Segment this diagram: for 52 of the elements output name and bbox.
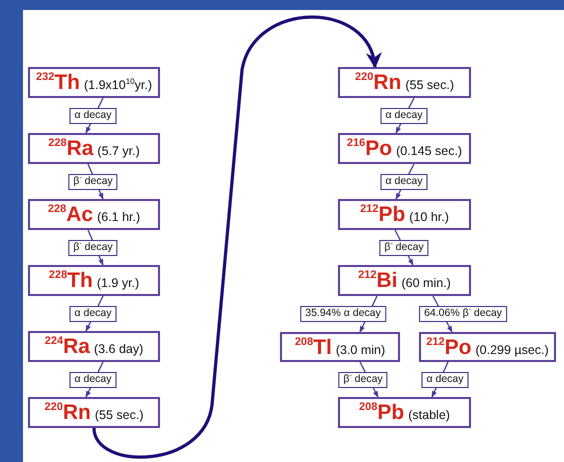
half-life: (10 hr.) (409, 210, 449, 224)
isotope-box (338, 199, 471, 230)
isotope-box (338, 397, 471, 428)
edge-label: α decay (70, 306, 116, 322)
half-life: (1.9x10$^{10}$yr.) (84, 78, 152, 92)
edge-label: β$^{-}$ decay (68, 174, 118, 190)
isotope-symbol: $^{220}$Rn (44, 401, 91, 425)
half-life: (0.145 sec.) (396, 144, 462, 158)
isotope-symbol: $^{232}$Th (36, 71, 80, 95)
isotope-box (338, 133, 471, 164)
isotope-symbol: $^{216}$Po (346, 137, 392, 161)
isotope-symbol: $^{228}$Ac (48, 203, 94, 227)
isotope-symbol: $^{228}$Th (48, 269, 93, 293)
edge-label: β$^{-}$ decay (68, 240, 118, 256)
isotope-box (338, 67, 471, 98)
isotope-symbol: $^{208}$Pb (359, 401, 404, 425)
isotope-symbol: $^{220}$Rn (355, 71, 402, 95)
isotope-box (419, 332, 556, 362)
isotope-symbol: $^{208}$Tl (294, 336, 332, 360)
isotope-box (28, 133, 160, 164)
half-life: (6.1 hr.) (97, 210, 140, 224)
half-life: (5.7 yr.) (97, 144, 140, 158)
half-life: (0.299 µsec.) (475, 343, 549, 357)
half-life: (55 sec.) (405, 78, 454, 92)
edge-label: α decay (380, 174, 428, 190)
isotope-box (28, 199, 160, 230)
isotope-symbol: $^{224}$Ra (44, 335, 90, 359)
isotope-box (280, 332, 400, 362)
edge-label: β$^{-}$ decay (379, 240, 429, 256)
half-life: (3.6 day) (94, 342, 144, 356)
edge-label: α decay (422, 372, 468, 388)
edge-label: α decay (70, 108, 116, 124)
edge-label: 35.94% α decay (300, 306, 386, 322)
edge-label: 64.06% β$^{-}$ decay (419, 306, 507, 322)
isotope-box (28, 67, 160, 98)
edge-label: β$^{-}$ decay (338, 372, 388, 388)
isotope-symbol: $^{228}$Ra (48, 137, 94, 161)
isotope-symbol: $^{212}$Pb (360, 203, 406, 227)
isotope-box (28, 265, 160, 296)
half-life: (1.9 yr.) (96, 276, 140, 290)
isotope-box (28, 397, 160, 428)
half-life: (stable) (408, 408, 450, 422)
edge-label: α decay (380, 108, 428, 124)
isotope-symbol: $^{212}$Po (426, 336, 472, 360)
half-life: (60 min.) (402, 276, 451, 290)
edge-label: α decay (70, 372, 116, 388)
isotope-box (338, 265, 471, 296)
half-life: (55 sec.) (94, 408, 144, 422)
isotope-symbol: $^{212}$Bi (358, 269, 398, 293)
isotope-box (28, 331, 160, 362)
decay-arrow (92, 16, 380, 459)
half-life: (3.0 min) (336, 343, 386, 357)
